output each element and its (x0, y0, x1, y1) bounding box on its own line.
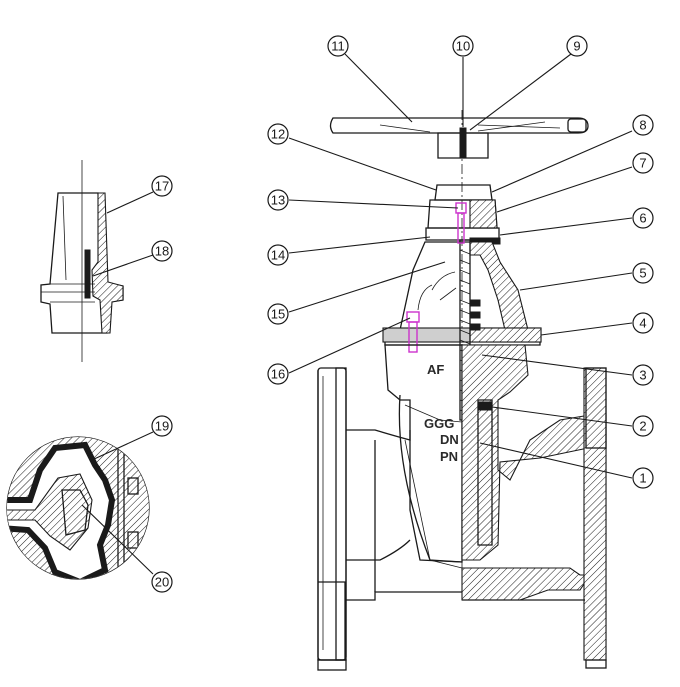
svg-text:13: 13 (271, 193, 285, 208)
svg-text:18: 18 (155, 244, 169, 259)
svg-text:3: 3 (639, 368, 646, 383)
svg-text:10: 10 (456, 39, 470, 54)
callout-14: 14 (267, 244, 289, 266)
callout-7: 7 (632, 152, 654, 174)
callout-9: 9 (566, 35, 588, 57)
svg-text:11: 11 (331, 39, 345, 54)
gate-valve-assembly: AF GGG DN PN (317, 110, 607, 671)
svg-text:19: 19 (155, 419, 169, 434)
cast-markings: AF GGG DN PN (424, 362, 459, 464)
wedge-detail-view (6, 436, 150, 580)
svg-text:1: 1 (639, 471, 646, 486)
callout-16: 16 (267, 363, 289, 385)
stem-top (459, 127, 467, 159)
svg-text:2: 2 (639, 419, 646, 434)
callout-8: 8 (632, 114, 654, 136)
leader-lines (81, 53, 633, 575)
cast-dn: DN (440, 432, 459, 447)
seal-detail-view (40, 160, 124, 362)
svg-text:15: 15 (271, 307, 285, 322)
seal-ring (84, 249, 91, 299)
callout-1: 1 (632, 467, 654, 489)
valve-body (317, 344, 607, 671)
callout-2: 2 (632, 415, 654, 437)
svg-text:16: 16 (271, 367, 285, 382)
callout-17: 17 (151, 175, 173, 197)
callout-19: 19 (151, 415, 173, 437)
cast-material: GGG (424, 416, 454, 431)
svg-text:14: 14 (271, 248, 285, 263)
callout-13: 13 (267, 189, 289, 211)
svg-text:6: 6 (639, 211, 646, 226)
bolt-head-lower (406, 311, 420, 323)
callout-3: 3 (632, 364, 654, 386)
handwheel (329, 117, 589, 159)
svg-text:9: 9 (573, 39, 580, 54)
svg-text:12: 12 (271, 127, 285, 142)
callout-11: 11 (327, 35, 349, 57)
callout-18: 18 (151, 240, 173, 262)
callout-5: 5 (632, 262, 654, 284)
cast-pn: PN (440, 449, 458, 464)
callout-20: 20 (151, 571, 173, 593)
svg-text:8: 8 (639, 118, 646, 133)
cast-logo: AF (427, 362, 444, 377)
callout-12: 12 (267, 123, 289, 145)
svg-text:5: 5 (639, 266, 646, 281)
callout-4: 4 (632, 312, 654, 334)
svg-text:4: 4 (639, 316, 646, 331)
callout-6: 6 (632, 207, 654, 229)
callout-15: 15 (267, 303, 289, 325)
svg-text:20: 20 (155, 575, 169, 590)
bolt-shank-lower (408, 321, 418, 353)
callout-10: 10 (452, 35, 474, 57)
svg-text:7: 7 (639, 156, 646, 171)
bolt-shank-upper (457, 212, 465, 244)
svg-text:17: 17 (155, 179, 169, 194)
